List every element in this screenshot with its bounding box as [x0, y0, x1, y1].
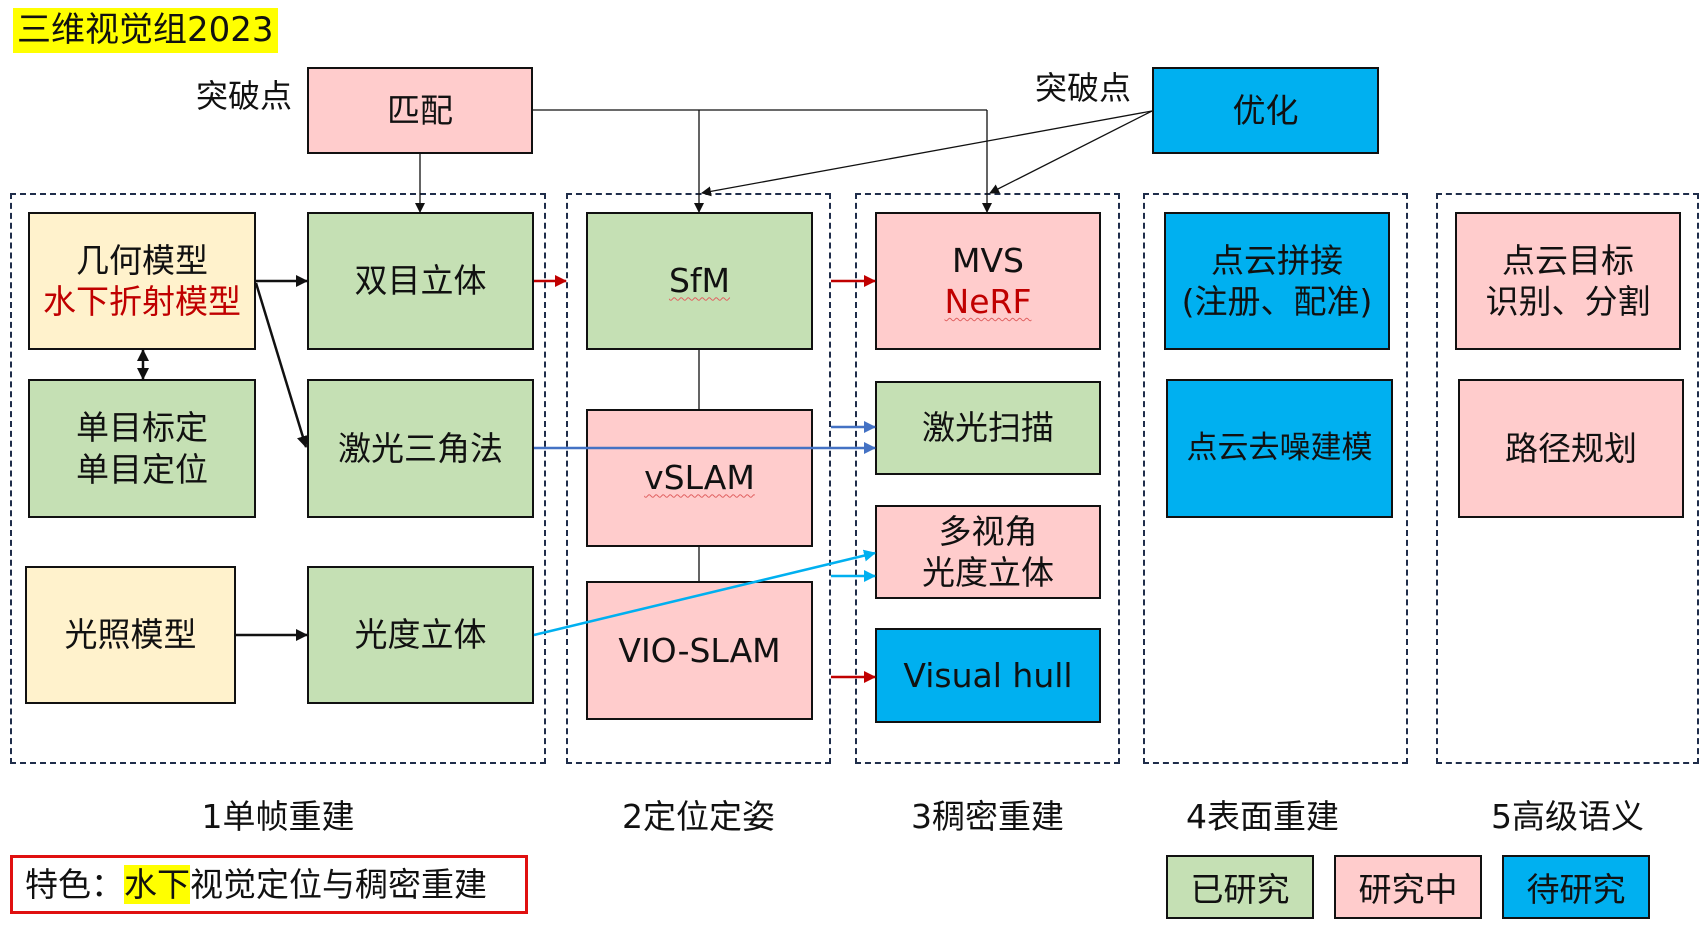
box-vslam[interactable]: vSLAM	[586, 409, 813, 547]
box-geometry-model[interactable]: 几何模型 水下折射模型	[28, 212, 256, 350]
group-label-dense-recon: 3稠密重建	[911, 797, 1064, 836]
box-path-planning[interactable]: 路径规划	[1458, 379, 1684, 518]
feature-prefix: 特色：	[25, 865, 124, 904]
feature-note: 特色：水下视觉定位与稠密重建	[10, 855, 528, 914]
box-mvs-text: MVS	[952, 240, 1024, 280]
box-monocular-line2: 单目定位	[76, 449, 208, 489]
box-laser-triangulation[interactable]: 激光三角法	[307, 379, 534, 518]
box-matching-text: 匹配	[387, 90, 453, 130]
box-matching[interactable]: 匹配	[307, 67, 533, 154]
box-stereo[interactable]: 双目立体	[307, 212, 534, 350]
legend-researching: 研究中	[1334, 855, 1482, 919]
box-vio-slam[interactable]: VIO-SLAM	[586, 581, 813, 720]
box-path-planning-text: 路径规划	[1505, 428, 1637, 468]
box-monocular[interactable]: 单目标定 单目定位	[28, 379, 256, 518]
legend-todo: 待研究	[1502, 855, 1650, 919]
box-sfm-text: SfM	[668, 261, 731, 301]
legend-researching-label: 研究中	[1358, 870, 1458, 909]
box-pointcloud-denoise[interactable]: 点云去噪建模	[1166, 379, 1393, 518]
box-pc-denoise-text: 点云去噪建模	[1186, 430, 1373, 467]
box-pointcloud-stitch[interactable]: 点云拼接 (注册、配准)	[1164, 212, 1390, 350]
box-geometry-line1: 几何模型	[76, 240, 208, 280]
group-label-semantics: 5高级语义	[1491, 797, 1644, 836]
box-mvs[interactable]: MVS NeRF	[875, 212, 1101, 350]
group-semantics	[1436, 193, 1699, 764]
box-multiview-photometric[interactable]: 多视角 光度立体	[875, 505, 1101, 599]
page-title: 三维视觉组2023	[13, 8, 278, 53]
box-mv-photometric-line2: 光度立体	[922, 553, 1054, 592]
legend-todo-label: 待研究	[1526, 870, 1626, 909]
box-geometry-underwater: 水下折射模型	[43, 282, 241, 321]
box-vio-slam-text: VIO-SLAM	[618, 630, 781, 670]
box-laser-scan-text: 激光扫描	[922, 408, 1054, 448]
feature-rest: 视觉定位与稠密重建	[190, 865, 487, 904]
box-mv-photometric-line1: 多视角	[938, 511, 1038, 551]
box-laser-scan[interactable]: 激光扫描	[875, 381, 1101, 475]
box-vslam-text: vSLAM	[644, 458, 755, 498]
breakthrough-label-optimization: 突破点	[1035, 69, 1132, 107]
box-pc-stitch-line1: 点云拼接	[1211, 240, 1343, 280]
group-single-frame	[10, 193, 546, 764]
box-monocular-line1: 单目标定	[76, 408, 208, 448]
box-optimization[interactable]: 优化	[1152, 67, 1379, 154]
box-pc-recog-line1: 点云目标	[1502, 240, 1634, 280]
feature-highlight: 水下	[124, 865, 190, 904]
legend-done-label: 已研究	[1190, 870, 1290, 909]
box-photometric-text: 光度立体	[354, 615, 487, 655]
box-pointcloud-recognition[interactable]: 点云目标 识别、分割	[1455, 212, 1681, 350]
group-label-localization: 2定位定姿	[622, 797, 775, 836]
box-stereo-text: 双目立体	[354, 261, 487, 301]
group-label-single-frame: 1单帧重建	[201, 797, 355, 836]
legend-done: 已研究	[1166, 855, 1314, 919]
box-optimization-text: 优化	[1232, 90, 1299, 130]
box-pc-recog-line2: 识别、分割	[1485, 282, 1651, 321]
box-nerf-text: NeRF	[944, 282, 1032, 321]
connector-optimization-to-mvs	[989, 110, 1153, 194]
box-pc-stitch-line2: (注册、配准)	[1181, 282, 1373, 321]
box-laser-tri-text: 激光三角法	[338, 428, 503, 468]
box-visual-hull[interactable]: Visual hull	[875, 628, 1101, 723]
box-lighting-model[interactable]: 光照模型	[25, 566, 236, 704]
box-sfm[interactable]: SfM	[586, 212, 813, 350]
group-surface-recon	[1143, 193, 1408, 764]
connector-optimization-to-sfm	[701, 110, 1153, 197]
box-lighting-text: 光照模型	[64, 615, 197, 655]
group-label-surface-recon: 4表面重建	[1186, 797, 1339, 836]
box-visual-hull-text: Visual hull	[903, 655, 1073, 695]
breakthrough-label-matching: 突破点	[196, 77, 293, 115]
box-photometric-stereo[interactable]: 光度立体	[307, 566, 534, 704]
